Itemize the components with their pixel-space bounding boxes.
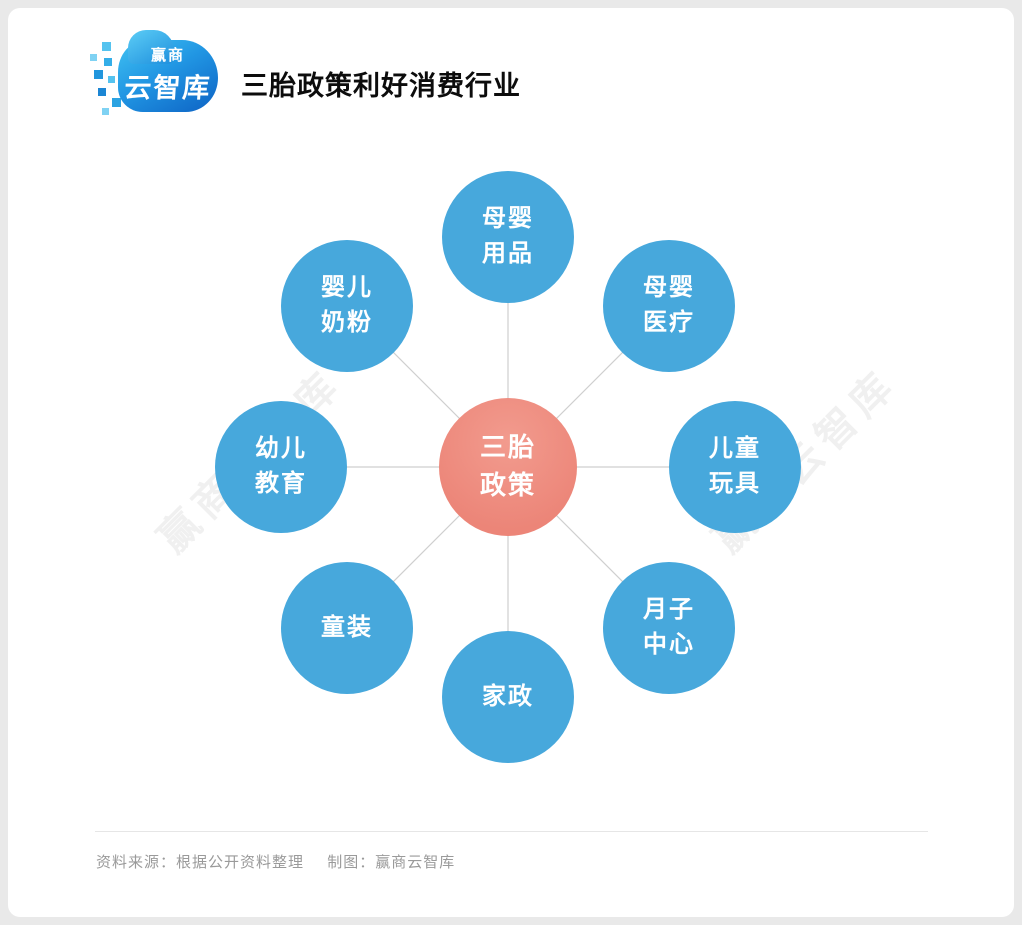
footer-source: 资料来源：根据公开资料整理 [96,854,305,871]
node-baby-products: 母婴 用品 [442,171,574,303]
node-baby-medical: 母婴 医疗 [603,240,735,372]
logo-pixel [104,58,112,66]
page-title: 三胎政策利好消费行业 [241,71,521,101]
logo-pixel [108,76,115,83]
node-housekeeping: 家政 [442,631,574,763]
footer-divider [95,831,928,832]
brand-logo: 赢商 云智库 [88,30,218,124]
node-postpartum-center: 月子 中心 [603,562,735,694]
header: 赢商 云智库 三胎政策利好消费行业 [8,8,1014,138]
node-preschool-education: 幼儿 教育 [215,401,347,533]
node-baby-formula: 婴儿 奶粉 [281,240,413,372]
footer-credit: 制图：赢商云智库 [327,854,456,871]
logo-pixel [102,42,111,51]
logo-pixel [94,70,103,79]
logo-cloud-shape: 赢商 云智库 [118,30,218,112]
infographic-card: 赢商云智库 赢商云智库 赢商 云智库 三胎政策利好消费行业 三胎 [8,8,1014,917]
center-node-three-child-policy: 三胎 政策 [439,398,577,536]
node-children-clothing: 童装 [281,562,413,694]
node-children-toys: 儿童 玩具 [669,401,801,533]
logo-pixel [90,54,97,61]
footer-text: 资料来源：根据公开资料整理 制图：赢商云智库 [96,851,455,872]
logo-pixel [102,108,109,115]
logo-brand-small: 赢商 [150,47,185,64]
logo-pixel [98,88,106,96]
logo-pixel [112,98,121,107]
